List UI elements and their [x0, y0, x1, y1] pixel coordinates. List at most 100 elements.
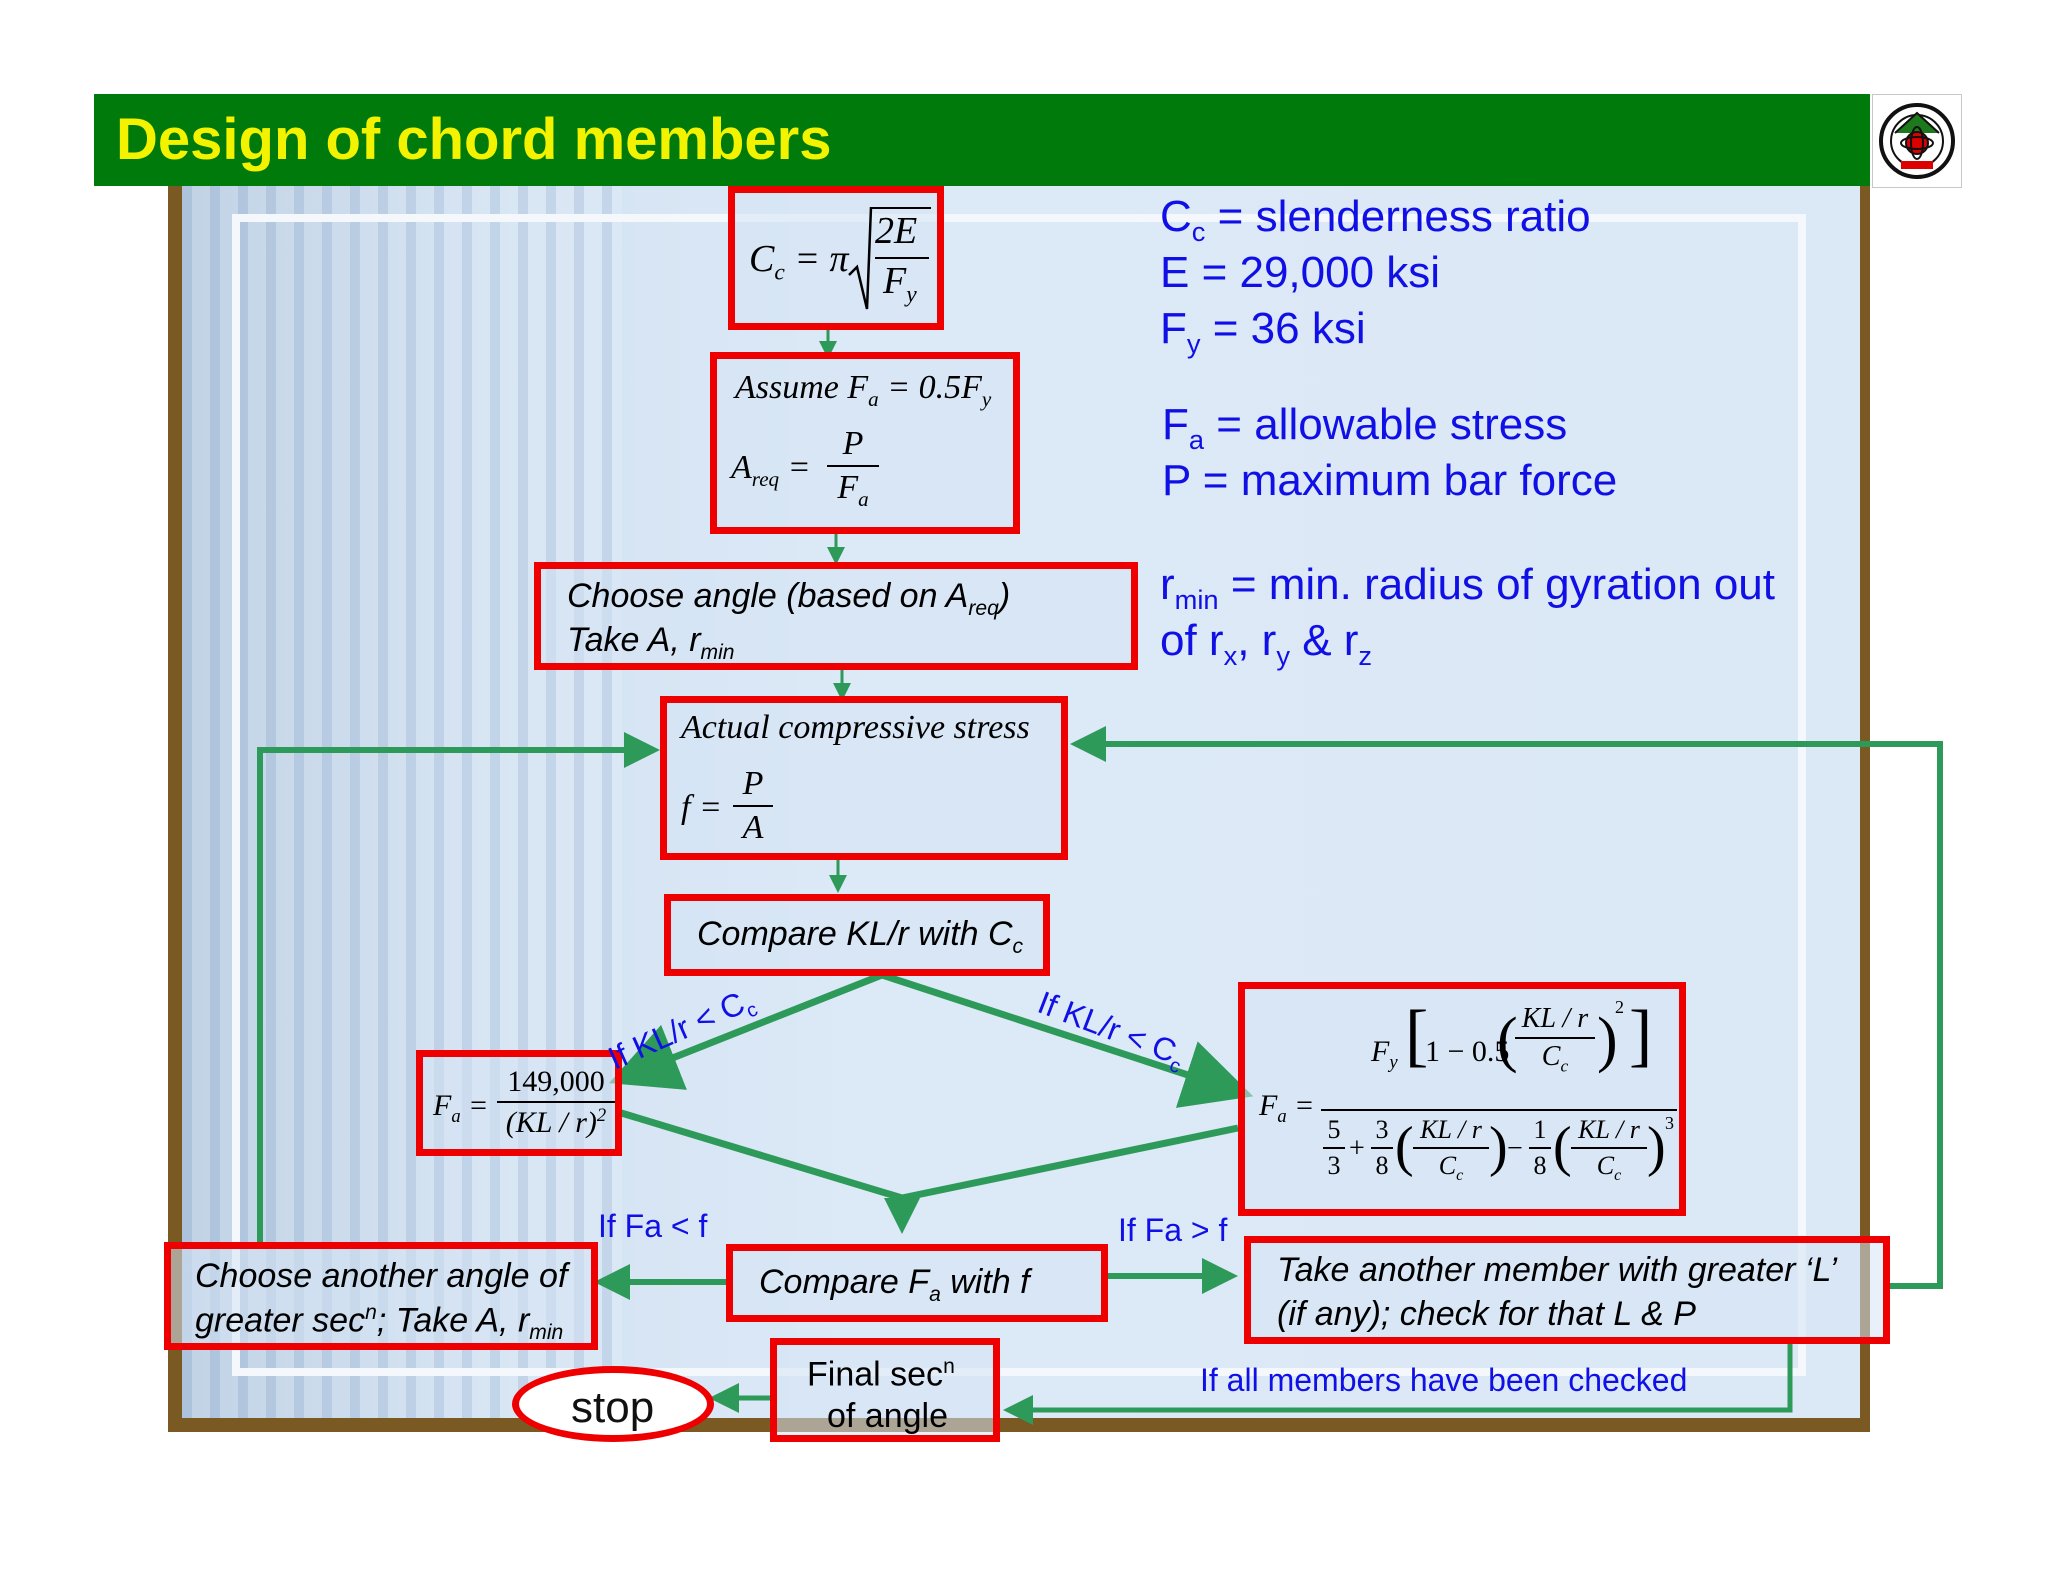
- cc-numerator: 2E: [875, 210, 918, 252]
- compare-fa-box: Compare Fa with f: [726, 1244, 1108, 1322]
- cc-symbol: C: [749, 238, 775, 280]
- fa-left-sub: a: [451, 1106, 461, 1127]
- choose-angle-line1: Choose angle (based on A: [567, 577, 969, 615]
- three-numerator: 3: [1375, 1115, 1389, 1144]
- condition-fa-greater: If Fa > f: [1118, 1212, 1228, 1248]
- def-rmin-line2-c: & r: [1289, 616, 1359, 665]
- stop-terminal: stop: [512, 1366, 714, 1442]
- column-background-image: [182, 186, 622, 1418]
- fa-right-cc-bot: C: [1596, 1151, 1615, 1180]
- cc-den-subscript: y: [906, 281, 917, 308]
- choose-angle-box: Choose angle (based on Areq) Take A, rmi…: [534, 562, 1138, 670]
- compare-kl-text: Compare KL/r with C: [697, 915, 1013, 953]
- fa-right-cc-top-sub: c: [1560, 1056, 1569, 1076]
- areq-denominator: F: [837, 469, 859, 506]
- fa-right-main-bar: [1321, 1109, 1677, 1111]
- def-fy-symbol: F: [1160, 304, 1187, 353]
- fa-right-eq: =: [1294, 1089, 1315, 1122]
- choose-angle-sub: req: [968, 596, 999, 620]
- fa-right-kl-mid: KL / r: [1420, 1115, 1482, 1144]
- fa-left-lhs: F: [433, 1089, 452, 1122]
- eight-2: 8: [1533, 1151, 1547, 1180]
- stop-label: stop: [571, 1383, 655, 1432]
- def-p: P = maximum bar force: [1162, 456, 1618, 505]
- equals-pi: = π: [794, 238, 849, 280]
- def-fy-text: = 36 ksi: [1200, 304, 1366, 353]
- sqrt-sign-icon: [848, 206, 873, 310]
- def-rmin-line2-b: , r: [1237, 616, 1277, 665]
- assume-equals: = 0.5F: [878, 369, 982, 406]
- take-another-member-box: Take another member with greater ‘L’ (if…: [1244, 1236, 1890, 1344]
- choose-another-rmin-sub: min: [529, 1321, 564, 1345]
- def-cc-sub: c: [1191, 215, 1206, 247]
- assume-sub-y: y: [981, 386, 992, 411]
- fa-right-bracket-text: 1 − 0.5: [1425, 1035, 1510, 1068]
- def-fa-text: = allowable stress: [1204, 400, 1568, 449]
- paren-left-2: (: [1395, 1116, 1414, 1178]
- f-numerator: P: [742, 765, 764, 802]
- fa-right-cc-mid-sub: c: [1456, 1167, 1464, 1185]
- assume-text: Assume F: [735, 369, 869, 406]
- fa-right-kl-top: KL / r: [1521, 1003, 1589, 1034]
- f-lhs: f =: [681, 789, 722, 826]
- fa-right-sub: a: [1277, 1106, 1287, 1127]
- cc-subscript: c: [774, 259, 785, 286]
- five: 5: [1327, 1115, 1341, 1144]
- def-cc-symbol: C: [1160, 192, 1192, 241]
- def-rmin-symbol: r: [1160, 560, 1175, 609]
- assume-fa-box: Assume Fa = 0.5Fy Areq = P Fa: [710, 352, 1020, 534]
- fa-right-kl-bot: KL / r: [1578, 1115, 1640, 1144]
- fa-left-eq: =: [468, 1089, 489, 1122]
- compare-fa-end: with f: [940, 1263, 1030, 1301]
- minus-sign: −: [1507, 1133, 1523, 1164]
- areq-symbol: A: [731, 449, 752, 486]
- fa-left-sup: 2: [596, 1105, 607, 1126]
- choose-angle-paren: ): [998, 577, 1011, 615]
- def-rmin-sub: min: [1174, 583, 1219, 615]
- choose-another-sup: n: [365, 1301, 377, 1324]
- plus-sign: +: [1349, 1133, 1365, 1164]
- fa-right-fy: F: [1371, 1035, 1390, 1068]
- choose-another-line2-b: ; Take A, r: [376, 1301, 530, 1340]
- cc-fraction-bar: [875, 257, 929, 259]
- paren-left: (: [1497, 1006, 1518, 1074]
- cc-formula-box: Cc = π 2E Fy: [728, 186, 944, 330]
- fa-right-fy-sub: y: [1389, 1052, 1398, 1073]
- paren-right-2: ): [1489, 1116, 1508, 1178]
- bracket-right: ]: [1629, 997, 1653, 1074]
- bracket-left: [: [1405, 997, 1429, 1074]
- inner-white-frame: [232, 214, 1806, 1376]
- assume-sub-a: a: [868, 386, 879, 411]
- final-line2: of angle: [827, 1397, 948, 1435]
- def-cc-text: = slenderness ratio: [1205, 192, 1591, 241]
- title-bar: [94, 94, 1870, 186]
- areq-numerator: P: [842, 425, 864, 462]
- fa-right-cc-mid: C: [1438, 1151, 1457, 1180]
- paren-right-3: ): [1647, 1116, 1666, 1178]
- cube-exponent: 3: [1665, 1113, 1674, 1133]
- def-rmin-line2-a: of r: [1160, 616, 1224, 665]
- final-sup: n: [943, 1355, 955, 1378]
- one: 1: [1533, 1115, 1547, 1144]
- take-another-line1: Take another member with greater ‘L’: [1277, 1251, 1838, 1289]
- fa-elastic-formula-box: Fa = 149,000 (KL / r)2: [416, 1050, 622, 1156]
- sqrt-overline: [871, 207, 931, 209]
- def-rx-sub: x: [1223, 639, 1238, 671]
- def-ry-sub: y: [1276, 639, 1290, 671]
- actual-stress-box: Actual compressive stress f = P A: [660, 696, 1068, 860]
- def-fy-sub: y: [1186, 327, 1201, 359]
- def-fa-sub: a: [1188, 423, 1205, 455]
- def-e: E = 29,000 ksi: [1160, 248, 1441, 297]
- fa-right-cc-bot-sub: c: [1614, 1167, 1622, 1185]
- def-rz-sub: z: [1358, 639, 1373, 671]
- choose-angle-rmin-sub: min: [700, 640, 735, 664]
- choose-another-line2: greater sec: [195, 1301, 366, 1340]
- page-title: Design of chord members: [116, 107, 832, 172]
- eight: 8: [1375, 1151, 1389, 1180]
- condition-fa-less: If Fa < f: [598, 1208, 708, 1244]
- university-seal-icon: [1872, 94, 1962, 188]
- square-exponent: 2: [1615, 997, 1624, 1017]
- paren-right: ): [1597, 1006, 1618, 1074]
- areq-den-subscript: a: [858, 486, 869, 511]
- compare-kl-box: Compare KL/r with Cc: [664, 894, 1050, 976]
